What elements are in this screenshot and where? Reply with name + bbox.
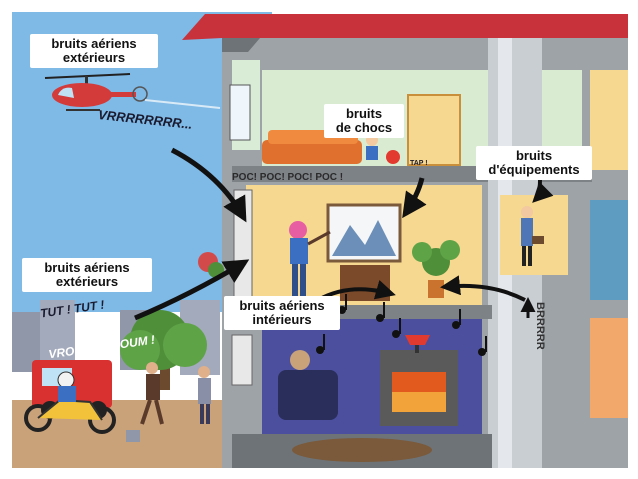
label-impact-noise: bruits de chocs <box>324 104 404 138</box>
label-line: bruits <box>515 148 553 163</box>
street-bin <box>126 430 140 442</box>
label-exterior-noise-bottom: bruits aériens extérieurs <box>22 258 152 292</box>
label-line: bruits aériens <box>239 298 325 313</box>
sound-pipe: BRRRRR <box>534 302 546 350</box>
plant <box>412 240 460 298</box>
label-line: extérieurs <box>62 50 126 65</box>
lamp <box>405 335 430 353</box>
person-hammering <box>289 221 331 299</box>
equipment-room <box>500 195 568 275</box>
label-line: de chocs <box>335 120 393 135</box>
living-door <box>407 94 461 166</box>
music-notes <box>316 294 487 356</box>
label-equipment-noise: bruits d'équipements <box>476 146 592 180</box>
label-line: bruits <box>345 106 383 121</box>
helicopter <box>44 73 221 111</box>
arrow-exterior-top <box>170 147 247 223</box>
person-in-armchair <box>278 350 338 420</box>
label-line: intérieurs <box>252 312 312 327</box>
arrow-equipment <box>532 179 554 203</box>
arrow-exterior-bottom <box>134 259 250 321</box>
motorcycle <box>24 371 116 434</box>
arrow-pipe <box>440 275 526 302</box>
sound-tap: TAP ! <box>410 160 428 167</box>
cellar-floor <box>292 438 432 462</box>
tree <box>120 310 207 390</box>
upper-window <box>229 84 251 141</box>
arrow-impact <box>402 177 427 219</box>
cabinet <box>340 265 390 301</box>
label-line: bruits aériens <box>44 260 130 275</box>
basement-window <box>231 334 253 386</box>
roof <box>182 14 628 40</box>
right-room-lower <box>590 318 628 418</box>
sound-knocks: POC! POC! POC! POC ! <box>232 172 344 183</box>
right-room-upper <box>590 70 628 170</box>
label-line: d'équipements <box>488 162 580 177</box>
label-line: bruits aériens <box>51 36 137 51</box>
wall-painting <box>326 203 402 263</box>
label-interior-noise: bruits aériens intérieurs <box>224 296 340 330</box>
person-in-lift <box>521 206 544 266</box>
pedestrians <box>140 362 211 425</box>
fireplace <box>380 350 458 426</box>
label-exterior-noise-top: bruits aériens extérieurs <box>30 34 158 68</box>
right-room-middle <box>590 200 628 300</box>
label-line: extérieurs <box>55 274 119 289</box>
sound-arrows <box>134 147 554 321</box>
